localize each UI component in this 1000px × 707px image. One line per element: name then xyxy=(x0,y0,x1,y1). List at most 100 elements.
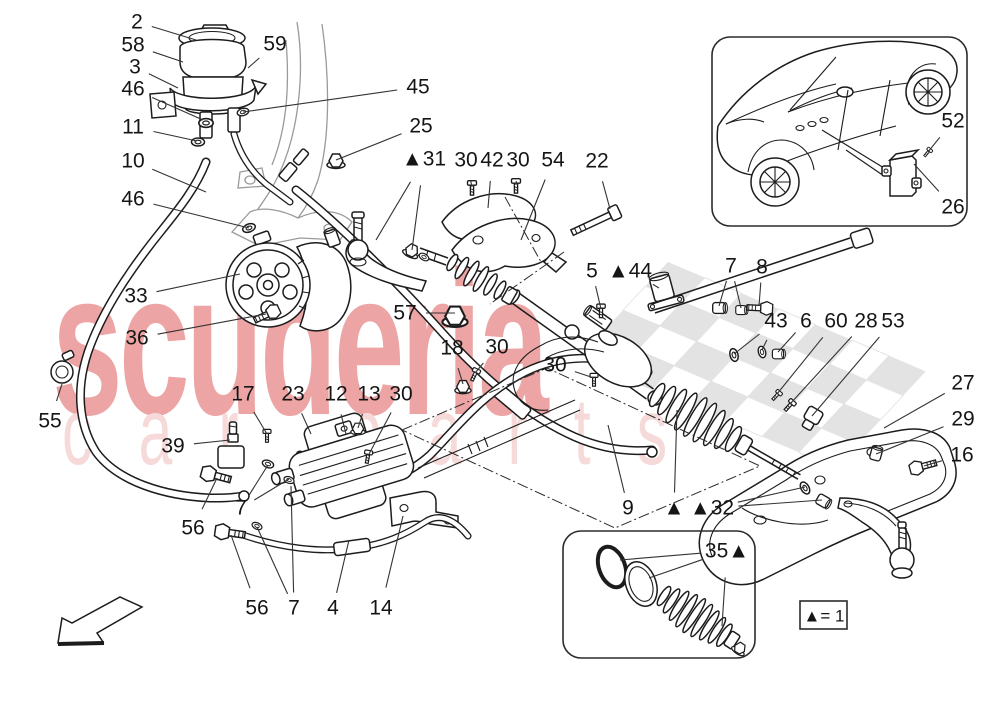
callout-18: 18 xyxy=(440,337,464,385)
callout-5: 5 xyxy=(586,260,602,310)
callout-triangle: ▲ xyxy=(664,409,684,520)
callout-number: 7 xyxy=(235,497,247,520)
rack-bellows-right xyxy=(648,382,801,480)
callout-30: 30 xyxy=(474,336,509,374)
callout-number: ▲44 xyxy=(608,260,652,283)
callout-number: 30 xyxy=(543,354,566,377)
callout-number: 57 xyxy=(393,302,416,325)
flag-cell xyxy=(792,324,853,365)
heat-shield-27 xyxy=(698,428,957,586)
callout-number: 14 xyxy=(369,597,393,620)
callout-number: 58 xyxy=(121,34,144,57)
flag-cell xyxy=(843,379,905,421)
callout-number: 45 xyxy=(406,76,429,99)
leader-line xyxy=(253,411,268,435)
callout-number: 2 xyxy=(131,11,143,34)
callout-39: 39 xyxy=(161,435,231,458)
callout-7: 7 xyxy=(256,485,300,620)
callout-number: ▲32 xyxy=(690,497,734,520)
suction-hose xyxy=(230,130,294,206)
callout-number: 35▲ xyxy=(705,540,749,563)
callout-number: 23 xyxy=(281,383,304,406)
callout-number: 11 xyxy=(122,116,144,139)
callout-12: 12 xyxy=(324,383,348,435)
callout-56: 56 xyxy=(230,534,269,620)
flag-cell xyxy=(659,301,720,342)
leader-line xyxy=(340,414,347,435)
callout-53: 53 xyxy=(811,310,905,417)
leader-line xyxy=(55,383,63,402)
leader-line xyxy=(875,426,944,455)
leader-line xyxy=(487,180,491,209)
callout-number: 26 xyxy=(941,196,964,219)
leader-line xyxy=(151,96,204,121)
power-steering-pump xyxy=(252,227,352,332)
callout-42: 42 xyxy=(480,149,504,209)
leader-line xyxy=(574,371,595,379)
leader-line xyxy=(193,439,231,445)
callout-29: 29 xyxy=(875,408,975,455)
boot-kit-inset xyxy=(562,530,756,659)
callout-30: 30 xyxy=(367,383,413,457)
callout-23: 23 xyxy=(281,383,312,435)
leader-line xyxy=(290,485,295,593)
leader-line xyxy=(883,392,946,429)
callout-44: ▲44 xyxy=(608,260,660,289)
leader-line xyxy=(761,339,768,351)
callout-number: 46 xyxy=(121,188,144,211)
callout-13: 13 xyxy=(357,383,381,429)
callout-number: 30 xyxy=(506,149,529,172)
callout-56: 56 xyxy=(181,477,218,540)
callout-number: 8 xyxy=(756,256,768,279)
boot-bellows xyxy=(656,585,750,659)
leader-line xyxy=(923,460,942,467)
leader-line xyxy=(652,283,660,289)
leader-line xyxy=(153,203,250,229)
flag-cell xyxy=(755,308,817,350)
suspension-upright xyxy=(230,21,353,247)
callout-2: 2 xyxy=(131,11,197,41)
flag-cell xyxy=(866,355,926,396)
callout-number: 4 xyxy=(327,597,339,620)
leader-line xyxy=(648,559,703,579)
leader-line xyxy=(721,577,726,627)
callout-number: 33 xyxy=(124,285,147,308)
pump-pulley xyxy=(225,242,311,328)
callout-number: 52 xyxy=(941,110,964,133)
bracket-42-54 xyxy=(441,193,568,274)
oil-cooler-assembly xyxy=(270,412,415,520)
callout-10: 10 xyxy=(121,150,207,193)
leader-line xyxy=(619,552,701,561)
callout-14: 14 xyxy=(369,515,404,620)
callout-30: 30 xyxy=(454,149,478,188)
leader-line xyxy=(737,486,806,503)
leader-line xyxy=(242,89,398,113)
callout-35: 35▲ xyxy=(619,540,749,627)
construction-lines xyxy=(400,196,762,529)
callout-number: 46 xyxy=(121,78,144,101)
pipe-4 xyxy=(236,514,472,557)
callout-number: 25 xyxy=(409,115,432,138)
callout-number: 43 xyxy=(764,310,787,333)
callout-number: 9 xyxy=(622,497,634,520)
hose-clamp-55 xyxy=(50,349,75,384)
callout-16: 16 xyxy=(923,444,974,467)
leader-line xyxy=(254,478,290,501)
steering-rack xyxy=(507,289,663,411)
leader-line xyxy=(230,534,251,589)
callout-52: 52 xyxy=(927,110,965,153)
callout-number: 30 xyxy=(454,149,477,172)
direction-arrow xyxy=(57,596,144,646)
callout-17: 17 xyxy=(231,383,268,435)
callout-number: 30 xyxy=(485,336,508,359)
callout-55: 55 xyxy=(38,383,63,433)
callout-number: 5 xyxy=(586,260,598,283)
bolt-22 xyxy=(569,204,623,237)
leader-line xyxy=(336,539,350,594)
callout-60: 60 xyxy=(776,310,848,395)
leader-line xyxy=(156,273,241,293)
callout-46: 46 xyxy=(121,188,250,229)
flag-cell xyxy=(821,404,881,444)
leader-line xyxy=(733,333,760,355)
